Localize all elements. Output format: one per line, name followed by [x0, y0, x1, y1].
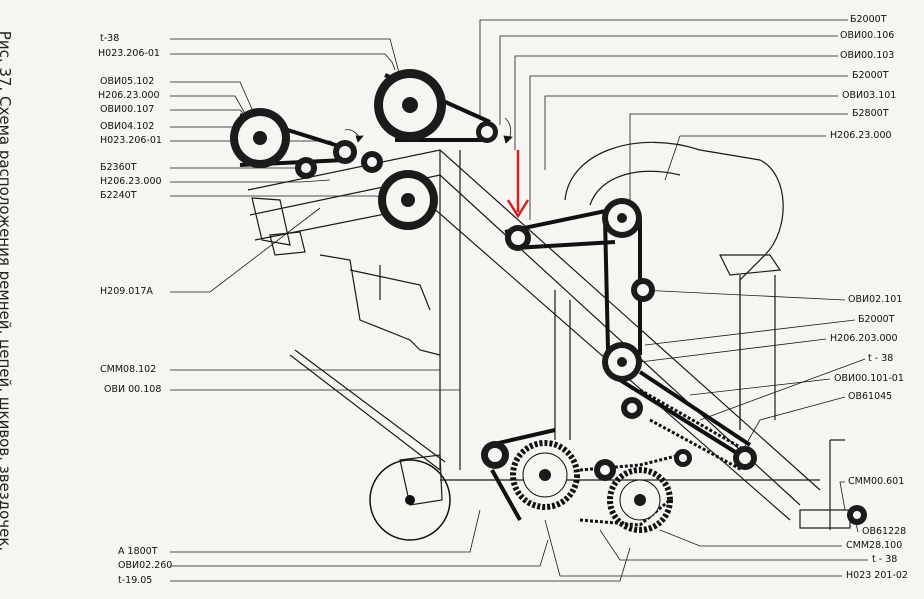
callout-label: ОВИ00.106 [840, 30, 894, 41]
callout-label: А 1800Т [118, 546, 158, 557]
callout-label: ОВИ02.101 [848, 294, 902, 305]
callout-label: СММ28.100 [846, 540, 902, 551]
rotation-arrows [344, 117, 513, 144]
callout-label: ОВИ05.102 [100, 76, 154, 87]
callout-label: ОВ61045 [848, 391, 892, 402]
callout-label: Б2800Т [852, 108, 889, 119]
callout-label: ОВИ00.107 [100, 104, 154, 115]
callout-label: Б2000Т [852, 70, 889, 81]
callout-label: СММ08.102 [100, 364, 156, 375]
callout-label: Н023 201-02 [846, 570, 908, 581]
belt-drives [239, 73, 752, 527]
callout-label: Б2000Т [858, 314, 895, 325]
pulleys [230, 69, 867, 533]
right-callouts: Б2000Т ОВИ00.106 ОВИ00.103 Б2000Т ОВИ03.… [830, 14, 908, 581]
callout-label: t-38 [100, 33, 119, 44]
callout-label: Б2240Т [100, 190, 137, 201]
left-callouts: t-38 Н023.206-01 ОВИ05.102 Н206.23.000 О… [98, 33, 172, 586]
callout-label: Н206.23.000 [830, 130, 892, 141]
callout-label: ОВ61228 [862, 526, 906, 537]
callout-label: ОВИ00.103 [840, 50, 894, 61]
callout-label: t - 38 [868, 353, 893, 364]
callout-label: Б2360Т [100, 162, 137, 173]
callout-label: Н206.23.000 [100, 176, 162, 187]
callout-label: t-19.05 [118, 575, 152, 586]
callout-label: Н023.206-01 [100, 135, 162, 146]
sprocket [510, 440, 580, 510]
callout-label: t - 38 [872, 554, 897, 565]
callout-label: Н206.23.000 [98, 90, 160, 101]
callout-label: ОВИ 00.108 [104, 384, 161, 395]
callout-label: Н209.017А [100, 286, 153, 297]
callout-label: Н206.203.000 [830, 333, 898, 344]
left-leader-lines [170, 38, 631, 582]
callout-label: ОВИ04.102 [100, 121, 154, 132]
sprocket [607, 467, 673, 533]
highlight-arrow-icon [506, 150, 530, 219]
callout-label: ОВИ00.101-01 [834, 373, 904, 384]
callout-label: СММ00.601 [848, 476, 904, 487]
ground-wheel [369, 459, 451, 541]
callout-label: ОВИ02.260 [118, 560, 172, 571]
callout-label: ОВИ03.101 [842, 90, 896, 101]
callout-label: Н023.206-01 [98, 48, 160, 59]
callout-label: Б2000Т [850, 14, 887, 25]
